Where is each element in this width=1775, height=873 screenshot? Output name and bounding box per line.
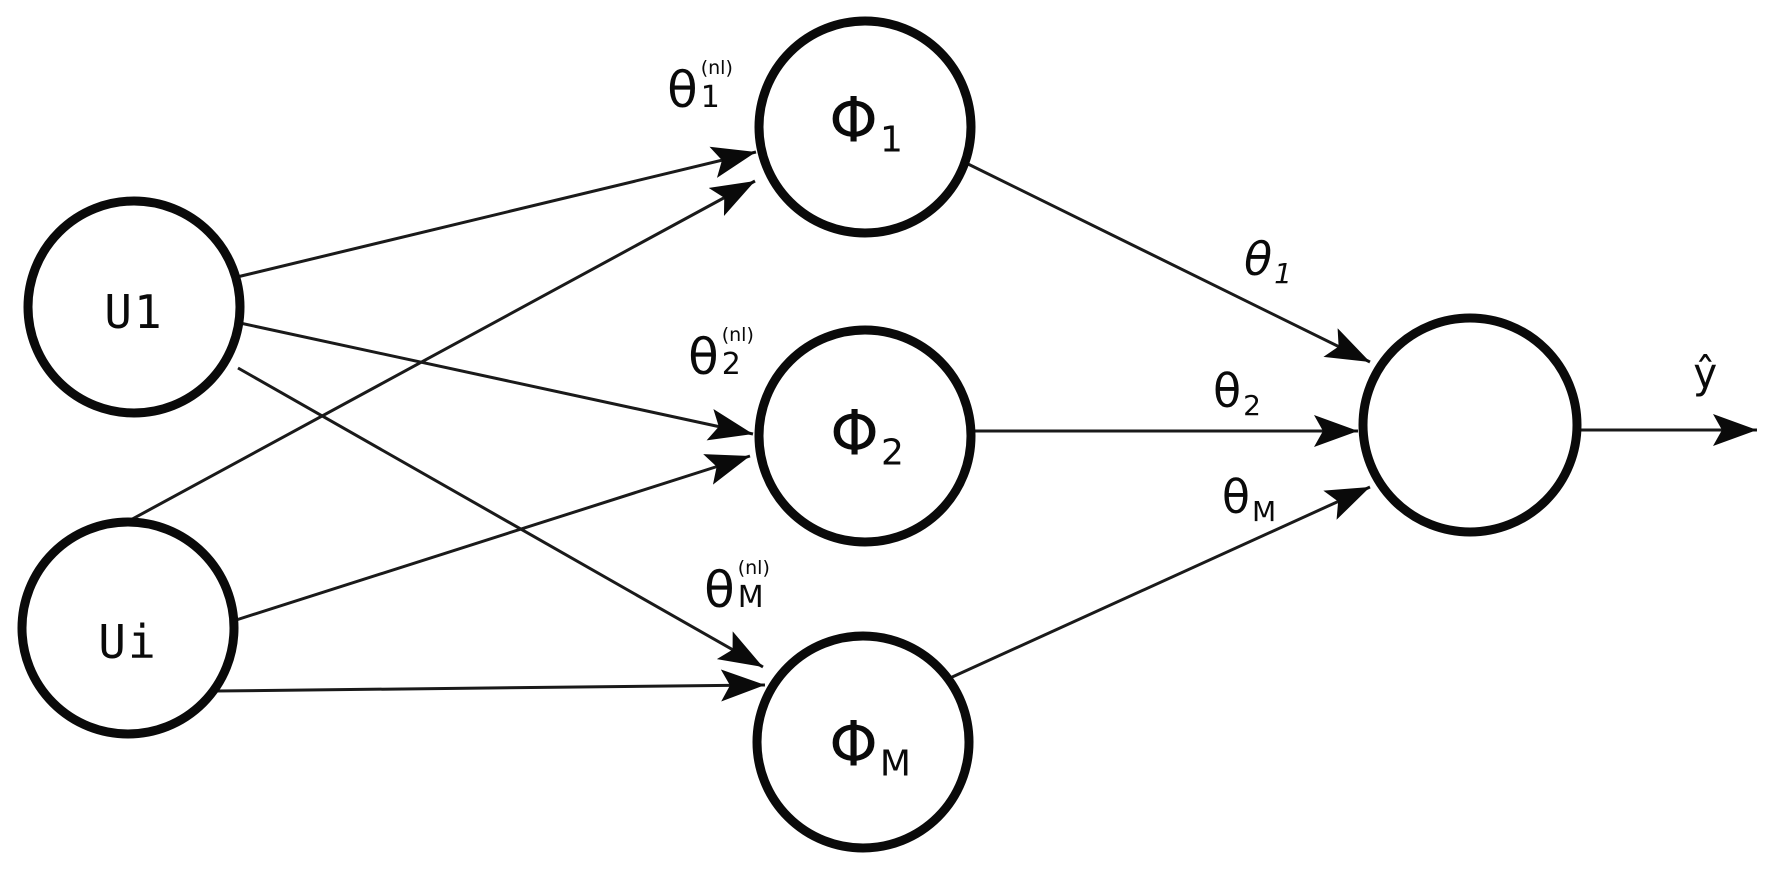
node-label-ui: Ui	[98, 615, 158, 669]
thetaM-subscript: M	[1251, 495, 1277, 529]
thetaM-base: θ	[1221, 469, 1250, 524]
node-label-u1: U1	[104, 285, 164, 339]
node-label-phi2: Φ2	[830, 402, 904, 471]
weight-label-thetaM-nl: θ(nl)M	[704, 558, 770, 619]
theta2-nl-subscript: 2	[721, 347, 741, 383]
phiM-base: Φ	[829, 707, 878, 781]
edge-ui-phi2	[232, 454, 751, 623]
thetaM-nl-subscript: M	[737, 580, 764, 616]
weight-label-thetaM: θM	[1222, 474, 1276, 526]
phiM-subscript: M	[879, 743, 911, 785]
theta2-nl-base: θ	[688, 327, 719, 386]
edge-u1-phi2	[239, 321, 754, 441]
theta1-nl-subscript: 1	[700, 80, 720, 116]
weight-label-theta2-nl: θ(nl)2	[688, 325, 754, 386]
node-phi2	[754, 325, 976, 547]
edge-phiM-output	[949, 485, 1371, 680]
node-phiM	[752, 631, 974, 853]
edge-phi1-output	[965, 161, 1371, 364]
phi1-base: Φ	[829, 83, 878, 157]
weight-label-theta1: θ1	[1244, 236, 1292, 288]
phi1-subscript: 1	[879, 119, 903, 161]
theta2-base: θ	[1213, 363, 1242, 418]
phi2-subscript: 2	[880, 432, 904, 474]
theta2-nl-superscript: (nl)	[721, 323, 754, 346]
theta1-subscript: 1	[1274, 257, 1292, 291]
output-label-yhat: ŷ	[1692, 349, 1718, 398]
thetaM-nl-superscript: (nl)	[737, 556, 770, 579]
theta1-nl-base: θ	[667, 60, 698, 119]
node-label-phi1: Φ1	[829, 89, 903, 158]
phi2-base: Φ	[830, 396, 879, 470]
edge-u1-phiM	[237, 366, 764, 669]
node-output	[1358, 313, 1582, 537]
node-phi1	[754, 16, 976, 238]
node-label-phiM: ΦM	[829, 713, 911, 782]
weight-label-theta1-nl: θ(nl)1	[667, 58, 733, 119]
theta1-base: θ	[1244, 231, 1273, 286]
node-u1	[23, 196, 245, 418]
thetaM-nl-base: θ	[704, 560, 735, 619]
theta1-nl-superscript: (nl)	[700, 56, 733, 79]
weight-label-theta2: θ2	[1213, 368, 1261, 420]
edge-ui-phiM	[214, 669, 766, 702]
edge-u1-phi1	[236, 146, 757, 279]
theta2-subscript: 2	[1243, 389, 1261, 423]
node-ui	[17, 517, 239, 739]
edge-ui-phi1	[124, 179, 756, 525]
